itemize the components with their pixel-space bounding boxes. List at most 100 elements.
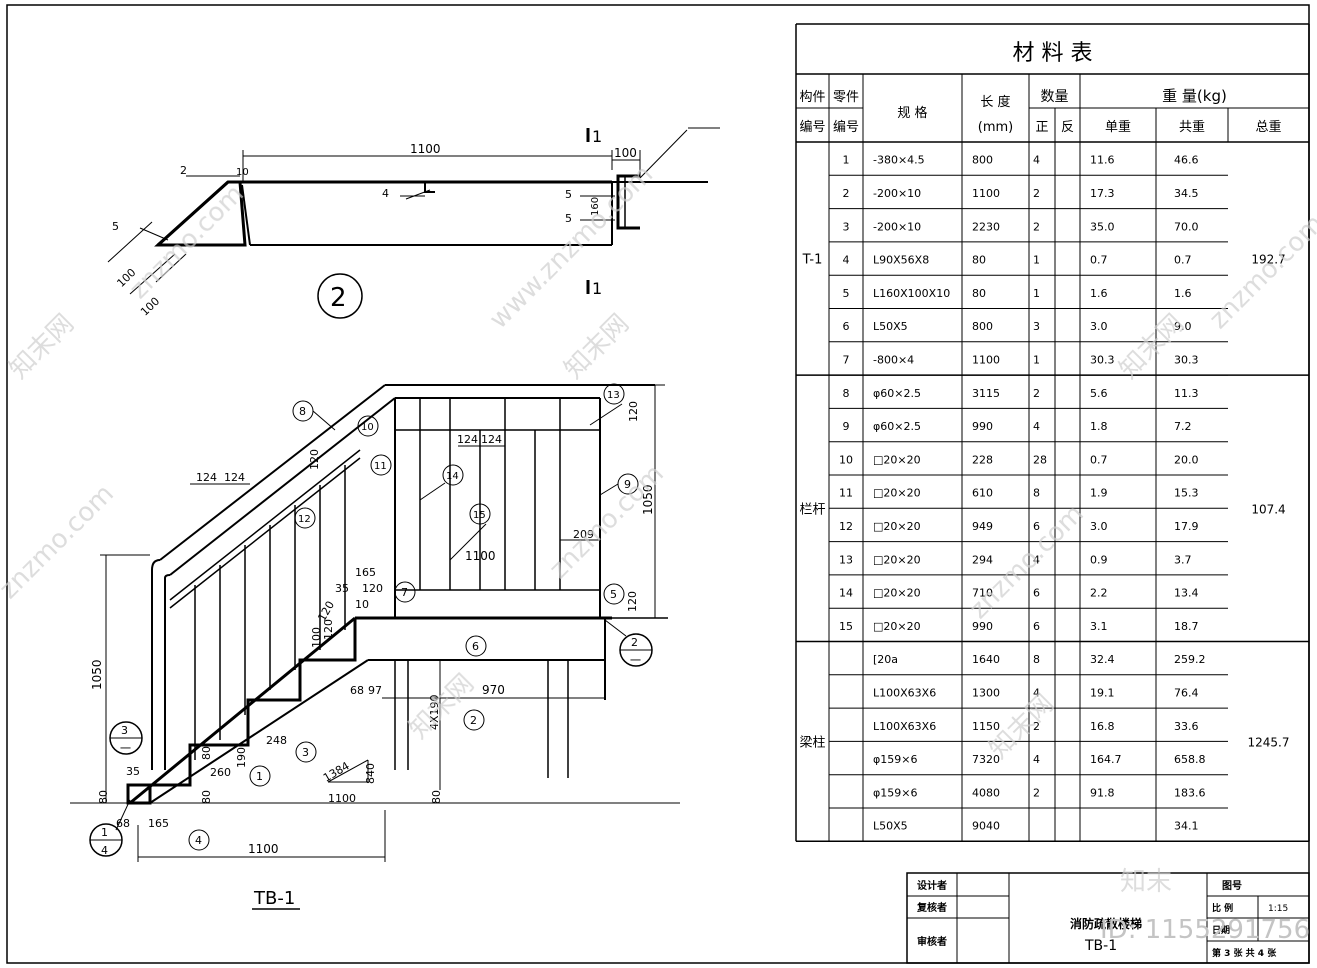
- detail-mark-top: 1: [101, 826, 108, 839]
- designer-label: 设计者: [917, 879, 947, 892]
- table-cell-part-no: 13: [839, 553, 853, 566]
- watermark: 知末网: [1114, 309, 1190, 385]
- watermark: 知末网: [559, 309, 635, 385]
- table-cell-unit-weight: 0.7: [1090, 254, 1108, 267]
- watermark: znzmo.com: [0, 479, 120, 605]
- callout-label: 14: [446, 471, 459, 482]
- table-cell-qty: 1: [1033, 287, 1040, 300]
- dim-text: 248: [266, 734, 287, 747]
- table-cell-sum-weight: 18.7: [1174, 620, 1199, 633]
- table-cell-sum-weight: 3.7: [1174, 553, 1192, 566]
- table-cell-unit-weight: 32.4: [1090, 653, 1115, 666]
- dim-text: 1100: [465, 549, 496, 563]
- dim-text: 68: [350, 684, 364, 697]
- table-group-name: 梁柱: [799, 735, 825, 750]
- section-cut-label: 1: [592, 279, 602, 298]
- table-cell-length: 7320: [972, 753, 1000, 766]
- table-cell-spec: -380×4.5: [873, 154, 925, 167]
- header-sum-weight: 共重: [1179, 119, 1205, 135]
- table-cell-sum-weight: 259.2: [1174, 653, 1206, 666]
- table-cell-sum-weight: 7.2: [1174, 420, 1192, 433]
- table-cell-length: 2230: [972, 220, 1000, 233]
- callout-label: 5: [565, 188, 572, 201]
- table-cell-unit-weight: 35.0: [1090, 220, 1115, 233]
- table-cell-part-no: 9: [843, 420, 850, 433]
- table-cell-part-no: 6: [843, 320, 850, 333]
- dim-text: 80: [200, 790, 213, 804]
- dim-text: 120: [308, 449, 321, 470]
- date-label: 日期: [1212, 924, 1230, 936]
- table-cell-unit-weight: 3.0: [1090, 520, 1108, 533]
- table-cell-qty: 4: [1033, 753, 1040, 766]
- table-cell-part-no: 15: [839, 620, 853, 633]
- dim-text: 120: [626, 591, 639, 612]
- dim-text: 97: [368, 684, 382, 697]
- dim-text: 970: [482, 683, 505, 697]
- table-title: 材 料 表: [1013, 41, 1093, 66]
- callout-label: 5: [112, 220, 119, 233]
- watermark: znzmo.com: [1204, 209, 1317, 335]
- header-part-no: 零件: [833, 90, 859, 105]
- table-cell-length: 1100: [972, 187, 1000, 200]
- scale-value: 1:15: [1268, 904, 1288, 914]
- table-cell-unit-weight: 1.8: [1090, 420, 1108, 433]
- header-unit-weight: 单重: [1105, 119, 1131, 135]
- table-cell-sum-weight: 183.6: [1174, 786, 1206, 799]
- table-cell-length: 1100: [972, 353, 1000, 366]
- dim-text: 120: [627, 401, 640, 422]
- header-qty-rev: 反: [1061, 120, 1074, 135]
- table-cell-spec: L100X63X6: [873, 720, 936, 733]
- lower-view-labels: 124 124 124 124 120 120 1050 1050 165 12…: [90, 390, 655, 909]
- dim-text: 124: [481, 433, 502, 446]
- table-cell-length: 800: [972, 320, 993, 333]
- dim-text: 80: [430, 790, 443, 804]
- table-cell-part-no: 8: [843, 387, 850, 400]
- table-cell-spec: □20×20: [873, 453, 921, 466]
- table-cell-spec: φ60×2.5: [873, 387, 921, 400]
- table-cell-spec: L50X5: [873, 820, 908, 833]
- callout-label: 8: [299, 405, 306, 418]
- section-label: 2: [330, 283, 347, 313]
- detail-mark-bottom: 4: [101, 844, 108, 857]
- callout-label: 15: [473, 510, 486, 521]
- table-cell-sum-weight: 34.1: [1174, 820, 1199, 833]
- dim-text: 35: [335, 582, 349, 595]
- table-cell-unit-weight: 3.0: [1090, 320, 1108, 333]
- table-cell-length: 294: [972, 553, 993, 566]
- table-cell-qty: 8: [1033, 487, 1040, 500]
- header-qty-pos: 正: [1035, 120, 1048, 135]
- dim-text: 120: [362, 582, 383, 595]
- header-total-weight: 总重: [1255, 119, 1281, 135]
- callout-label: 12: [298, 514, 311, 525]
- dim-text: 165: [148, 817, 169, 830]
- table-cell-spec: □20×20: [873, 553, 921, 566]
- callout-label: 10: [361, 422, 374, 433]
- table-cell-qty: 6: [1033, 520, 1040, 533]
- sheet-number: 第 3 张 共 4 张: [1212, 947, 1277, 959]
- table-cell-unit-weight: 16.8: [1090, 720, 1115, 733]
- callout-label: 1: [256, 770, 263, 783]
- table-cell-qty: 3: [1033, 320, 1040, 333]
- table-group-name: 栏杆: [799, 502, 825, 517]
- drawing-title: TB-1: [253, 888, 295, 909]
- table-cell-unit-weight: 0.7: [1090, 453, 1108, 466]
- table-cell-part-no: 5: [843, 287, 850, 300]
- dim-text: 190: [235, 747, 248, 768]
- table-group-total: 107.4: [1251, 502, 1285, 516]
- table-cell-unit-weight: 30.3: [1090, 353, 1115, 366]
- section-cut-label: 1: [592, 127, 602, 146]
- watermark: www.znzmo.com: [484, 160, 659, 335]
- dim-text: 80: [200, 746, 213, 760]
- dim-text: 80: [97, 790, 110, 804]
- header-weight: 重 量(kg): [1162, 87, 1227, 105]
- table-cell-unit-weight: 17.3: [1090, 187, 1115, 200]
- dim-text: 160: [590, 197, 601, 216]
- header-length: (mm): [978, 120, 1013, 135]
- table-cell-qty: 4: [1033, 420, 1040, 433]
- table-cell-spec: L90X56X8: [873, 254, 929, 267]
- dim-text: 1384: [321, 759, 352, 784]
- table-cell-unit-weight: 11.6: [1090, 154, 1115, 167]
- header-qty: 数量: [1041, 89, 1069, 105]
- header-spec: 规 格: [897, 105, 927, 121]
- callout-label: 5: [610, 588, 617, 601]
